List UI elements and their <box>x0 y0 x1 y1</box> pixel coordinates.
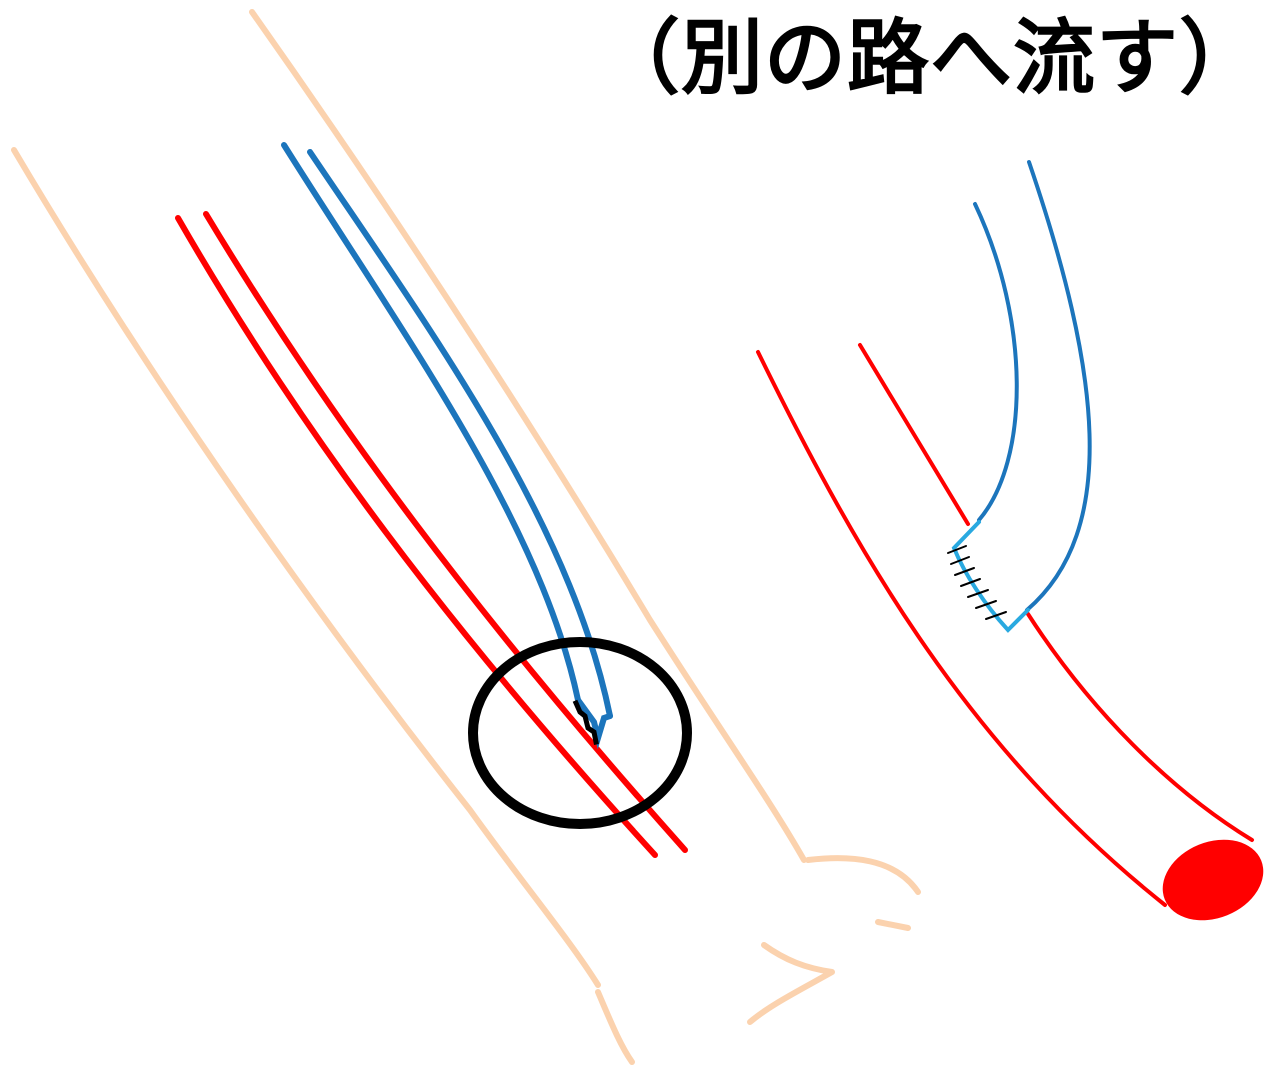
suture-stitch <box>950 556 970 565</box>
vein-wall-inner <box>307 149 613 719</box>
anastomosis-panel <box>756 160 1264 921</box>
diagram-title: （別の路へ流す） <box>597 11 1262 106</box>
finger-crease <box>875 919 911 931</box>
anastomosis-seam <box>951 520 1030 633</box>
vein-left <box>281 142 613 750</box>
suture-stitch <box>960 578 981 587</box>
finger-contour <box>747 942 835 1025</box>
artery-left <box>175 211 688 858</box>
suture-stitch <box>967 589 989 598</box>
suture-stitch <box>985 611 1007 620</box>
suture-stitch <box>975 600 997 609</box>
artery-wall-inner <box>203 211 688 853</box>
thumb-contour <box>595 989 635 1065</box>
forearm-outer-edge <box>11 147 601 988</box>
artery-outer-wall <box>756 350 1167 907</box>
hand-knuckle-contour <box>805 855 921 895</box>
anastomosis-highlight-circle <box>468 637 692 829</box>
vein-right <box>973 160 1092 612</box>
artery-cut-end <box>1162 839 1264 921</box>
artery-wall-outer <box>175 215 658 858</box>
vein-connection <box>575 697 613 750</box>
artery-inner-wall-lower <box>1026 612 1254 842</box>
forearm-skin-outline <box>11 9 921 1065</box>
sutures <box>947 545 1007 620</box>
forearm-inner-edge <box>249 9 807 863</box>
artery-right <box>756 343 1254 907</box>
vein-right-wall <box>1025 160 1092 612</box>
anastomosis-suture-mark <box>572 699 599 745</box>
suture-stitch <box>947 545 967 554</box>
vein-left-wall <box>973 202 1019 522</box>
forearm-panel <box>11 9 921 1065</box>
artery-inner-wall-upper <box>858 343 970 526</box>
suture-stitch <box>954 567 975 576</box>
vein-wall-outer <box>281 142 581 703</box>
